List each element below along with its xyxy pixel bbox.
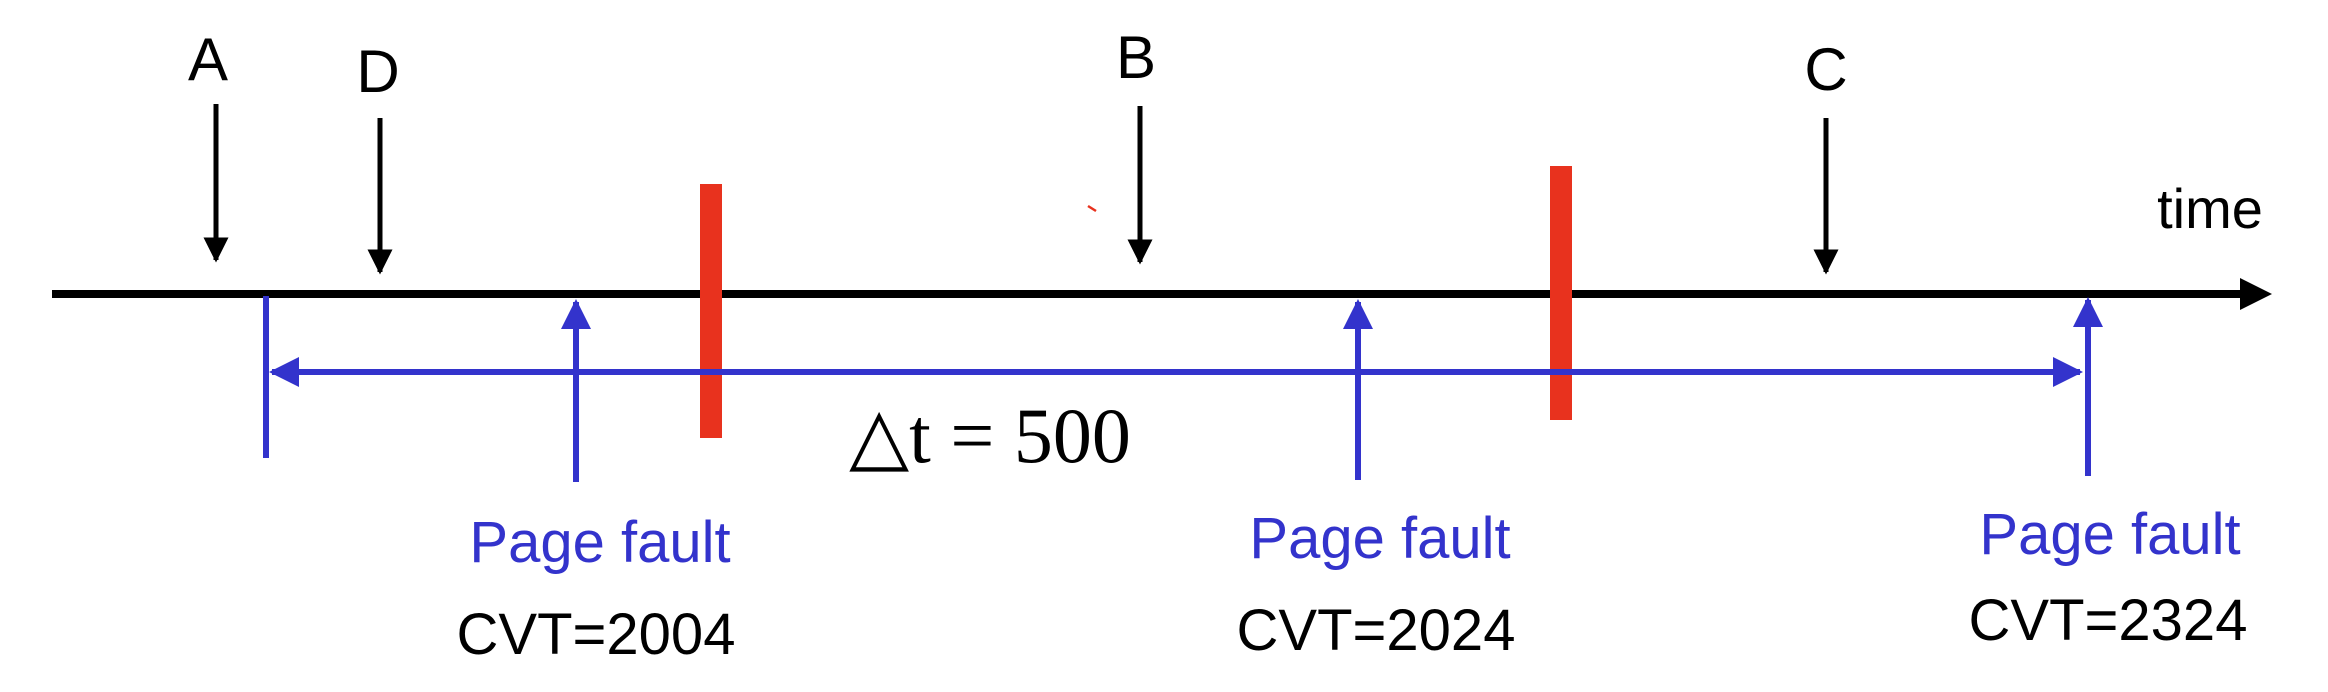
fault-title-2: Page fault [1249, 506, 1510, 571]
fault-cvt-1: CVT=2004 [457, 602, 736, 667]
event-label-d: D [356, 38, 399, 105]
time-axis-arrowhead [2240, 278, 2272, 310]
event-label-b: B [1116, 24, 1156, 91]
delta-t-label: △t = 500 [849, 392, 1131, 479]
fault-title-3: Page fault [1979, 502, 2240, 567]
time-label: time [2157, 177, 2263, 240]
event-label-c: C [1804, 36, 1847, 103]
red-marker-2 [1550, 166, 1572, 420]
fault-title-1: Page fault [469, 510, 730, 575]
fault-cvt-3: CVT=2324 [1969, 588, 2248, 653]
fault-cvt-2: CVT=2024 [1237, 598, 1516, 663]
red-tick-mark [1087, 204, 1097, 213]
red-marker-1 [700, 184, 722, 438]
event-label-a: A [188, 26, 228, 93]
